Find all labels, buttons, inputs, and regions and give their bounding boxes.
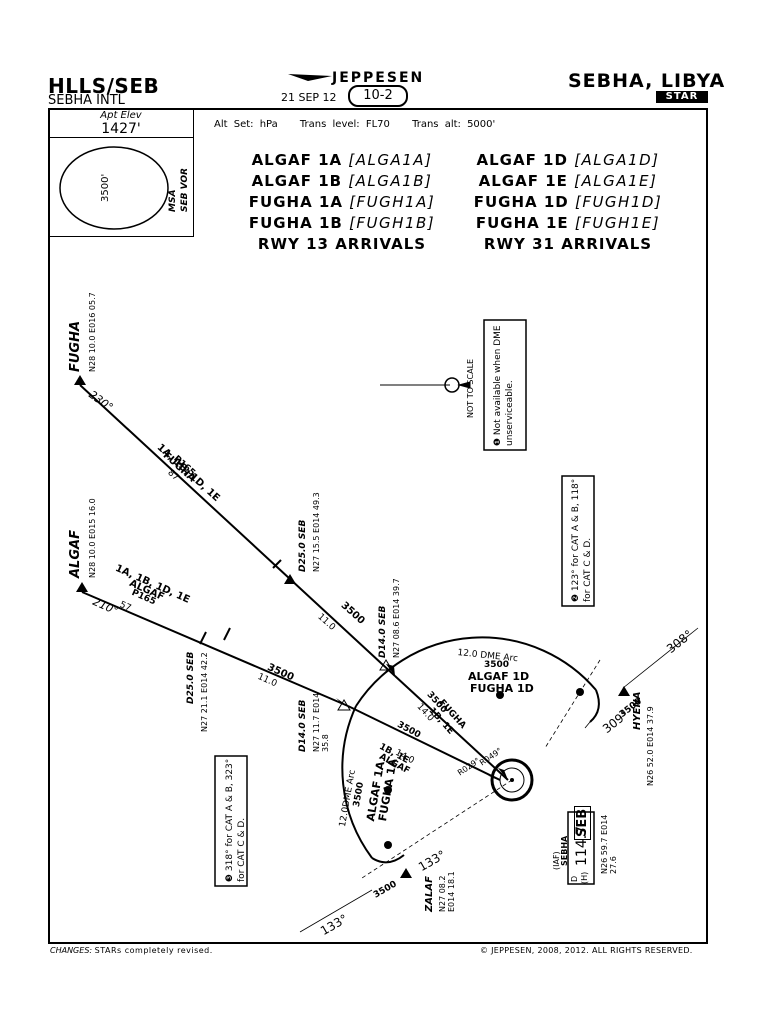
note-3-icon: ❸ <box>225 871 235 882</box>
chart-index: 10-2 <box>348 85 408 107</box>
zalaf-inbound <box>299 889 373 933</box>
city-name: SEBHA, LIBYA <box>568 70 726 92</box>
zalaf-fix-coords: N27 08.2 E014 18.1 <box>438 871 456 912</box>
navaid-prefix: D <box>570 875 579 882</box>
not-to-scale: NOT TO SCALE <box>466 358 475 418</box>
dme-arc-east <box>355 636 597 707</box>
d14-east-name: D14.0 SEB <box>378 605 388 658</box>
elevation-box <box>48 108 194 138</box>
navaid-name: SEBHA <box>560 835 569 866</box>
algaf-d25-name: D25.0 SEB <box>186 651 196 704</box>
dme-arc-west <box>341 705 373 859</box>
algaf-fix-coords: N28 10.0 E015 16.0 <box>88 498 97 578</box>
chart-date: 21 SEP 12 <box>281 91 337 104</box>
changes-note: CHANGES: STARs completely revised. <box>50 946 213 955</box>
fugha-d25-coords: N27 15.5 E014 49.3 <box>312 492 321 572</box>
navaid-box <box>567 811 595 885</box>
note-3: ❸ 318° for CAT A & B, 323° for CAT C & D… <box>225 758 247 882</box>
d14-west-name: D14.0 SEB <box>298 699 308 752</box>
dme-note-box <box>483 319 527 451</box>
hyena-turn <box>589 689 600 723</box>
changes-label: CHANGES: <box>50 946 93 955</box>
zalaf-turn <box>371 854 405 864</box>
airport-identifier: HLLS/SEB <box>48 74 160 98</box>
fugha-fix-icon <box>74 375 86 385</box>
fugha-d25-fix-icon <box>284 574 296 584</box>
altimeter-info: Alt Set: hPa Trans level: FL70 Trans alt… <box>214 119 511 130</box>
runway-label: RWY 31 ARRIVALS <box>483 235 653 253</box>
fugha-d25-name: D25.0 SEB <box>298 519 308 572</box>
brand-name: JEPPESEN <box>332 70 425 86</box>
msa-circle-icon <box>59 146 169 230</box>
navaid-ident: SEB <box>574 805 591 840</box>
runway-label: RWY 13 ARRIVALS <box>257 235 427 253</box>
note-2: ❷ 123° for CAT A & B, 118° for CAT C & D… <box>571 478 593 602</box>
procedure-line: FUGHA 1D [FUGH1D] <box>473 193 663 211</box>
elevation-label: Apt Elev <box>100 110 142 121</box>
procedure-line: FUGHA 1E [FUGH1E] <box>475 214 661 232</box>
algaf-fix-name: ALGAF <box>68 530 83 578</box>
trans-level: Trans level: FL70 <box>299 119 390 130</box>
zalaf-fix-name: ZALAF <box>424 876 435 912</box>
copyright: © JEPPESEN, 2008, 2012. ALL RIGHTS RESER… <box>480 946 693 955</box>
elevation-value: 1427' <box>101 121 141 137</box>
radial-to-zalaf <box>361 779 513 879</box>
algaf-fix-icon <box>76 582 88 592</box>
alt-set: Alt Set: hPa <box>214 119 278 130</box>
fugha-route-line <box>79 384 396 677</box>
jeppesen-logo-icon <box>288 74 332 81</box>
msa-box <box>48 137 194 237</box>
arc-east-proc2: FUGHA 1D <box>470 682 534 695</box>
trans-alt: Trans alt: 5000' <box>412 119 496 130</box>
note-2-icon: ❷ <box>571 591 581 602</box>
procedure-line: FUGHA 1B [FUGH1B] <box>248 214 436 232</box>
hyena-fix-icon <box>618 686 630 696</box>
rwy13-procedures: ALGAF 1A [ALGA1A] ALGAF 1B [ALGA1B] FUGH… <box>232 150 452 255</box>
north-arrow-icon <box>380 377 471 393</box>
algaf-d25-coords: N27 21.1 E014 42.2 <box>200 652 209 732</box>
algaf-route-line <box>81 591 349 707</box>
arc-east-proc1: ALGAF 1D <box>468 670 530 683</box>
chart-type-badge: STAR <box>656 91 708 103</box>
zalaf-fix-icon <box>400 868 412 878</box>
note2-box <box>561 475 595 607</box>
procedure-line: ALGAF 1E [ALGA1E] <box>478 172 658 190</box>
d14-east-coords: N27 08.6 E014 39.7 <box>392 578 401 658</box>
procedure-line: ALGAF 1D [ALGA1D] <box>476 151 660 169</box>
note-1-icon: ❶ <box>493 435 503 446</box>
vor-symbol-icon <box>490 758 534 802</box>
chart-frame <box>48 108 708 944</box>
airport-name: SEBHA INTL <box>48 93 125 108</box>
radial-r049 <box>544 659 601 749</box>
hyena-fix-coords: N26 52.0 E014 37.9 <box>646 706 655 786</box>
d14-west-fix-icon <box>337 699 351 711</box>
east-leg-line <box>394 675 509 781</box>
procedure-line: FUGHA 1A [FUGH1A] <box>248 193 436 211</box>
hyena-inbound <box>622 627 699 689</box>
navaid-coords: N26 59.7 E014 27.6 <box>600 814 618 874</box>
arc-east-alt: 3500 <box>484 660 510 670</box>
fugha-fix-coords: N28 10.0 E016 05.7 <box>88 292 97 372</box>
note3-box <box>214 755 248 887</box>
rwy31-procedures: ALGAF 1D [ALGA1D] ALGAF 1E [ALGA1E] FUGH… <box>458 150 678 255</box>
procedure-line: ALGAF 1B [ALGA1B] <box>251 172 433 190</box>
fugha-fix-name: FUGHA <box>68 320 83 372</box>
navaid-h: (H) <box>580 871 589 884</box>
procedure-line: ALGAF 1A [ALGA1A] <box>251 151 433 169</box>
changes-text: STARs completely revised. <box>94 946 213 955</box>
west-leg-line <box>347 705 501 781</box>
d14-west-coords: N27 11.7 E014 35.8 <box>312 692 330 752</box>
dme-note: ❶ Not available when DME unserviceable. <box>493 325 515 446</box>
